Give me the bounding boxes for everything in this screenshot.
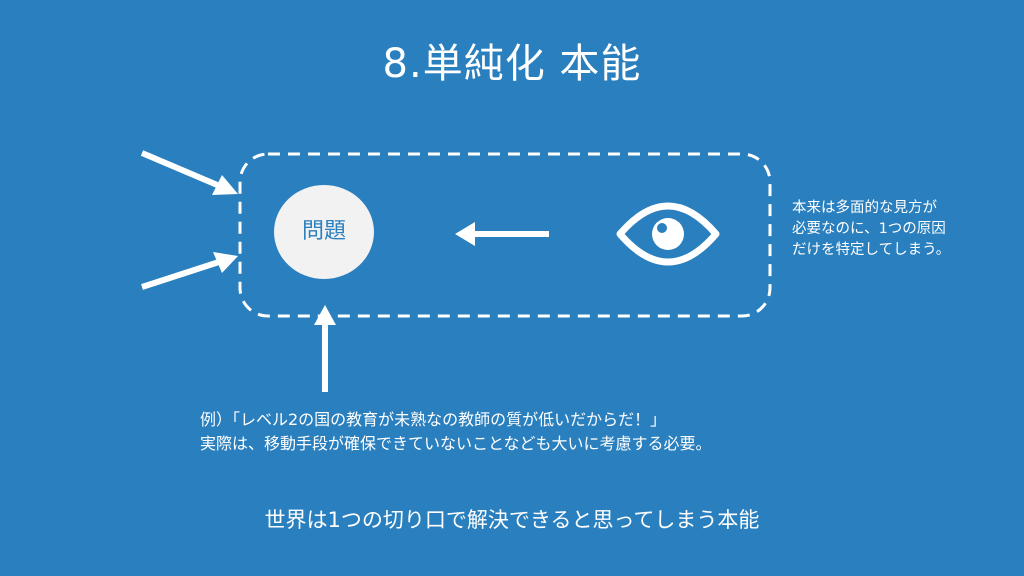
slide-title: 8.単純化 本能: [382, 41, 642, 87]
dashed-frame: [238, 152, 772, 318]
problem-circle: [274, 185, 374, 279]
problem-label: 問題: [301, 219, 346, 244]
example-line: 例）「レベル2の国の教育が未熟なの教師の質が低いだからだ！」: [200, 410, 667, 429]
eye-icon: [616, 202, 720, 266]
summary-text: 世界は1つの切り口で解決できると思ってしまう本能: [264, 508, 760, 532]
arrow-icon: [455, 222, 549, 246]
example-text: 例）「レベル2の国の教育が未熟なの教師の質が低いだからだ！」 実際は、移動手段が…: [200, 408, 1000, 456]
example-line: 実際は、移動手段が確保できていないことなども大いに考慮する必要。: [200, 434, 712, 453]
arrow-icon: [140, 150, 238, 195]
side-note: 本来は多面的な見方が 必要なのに、1つの原因 だけを特定してしまう。: [792, 200, 951, 258]
arrow-icon: [314, 305, 336, 392]
arrow-icon: [141, 252, 238, 290]
